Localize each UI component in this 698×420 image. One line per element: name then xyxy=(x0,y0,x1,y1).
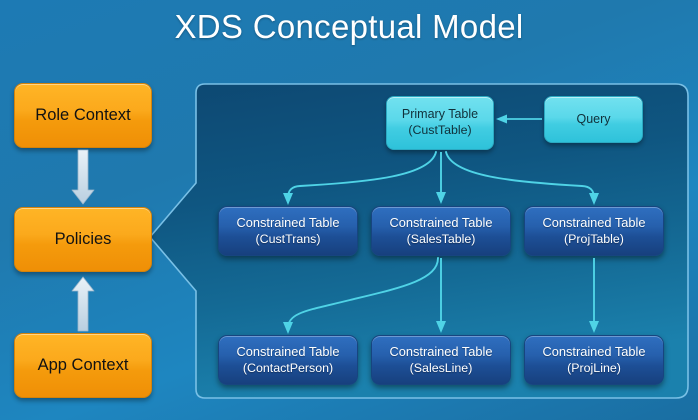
box-app-context-label: App Context xyxy=(37,356,129,375)
box-app-context[interactable]: App Context xyxy=(14,333,152,398)
arrow-primary-table-to-projtable xyxy=(445,151,599,205)
box-role-context-label: Role Context xyxy=(35,106,131,125)
arrow-salestable-to-contactperson xyxy=(283,257,439,334)
box-query[interactable]: Query xyxy=(544,96,643,143)
arrow-role-context-to-policies xyxy=(71,149,95,205)
box-custtrans[interactable]: Constrained Table (CustTrans) xyxy=(218,206,358,256)
box-salesline-line2: (SalesLine) xyxy=(409,361,473,376)
arrow-primary-table-to-custtrans xyxy=(283,151,437,205)
box-projtable[interactable]: Constrained Table (ProjTable) xyxy=(524,206,664,256)
box-contactperson-line1: Constrained Table xyxy=(236,343,340,359)
page-title: XDS Conceptual Model xyxy=(174,8,524,45)
arrow-app-context-to-policies xyxy=(71,276,95,332)
box-projline[interactable]: Constrained Table (ProjLine) xyxy=(524,335,664,385)
arrow-projtable-to-projline xyxy=(589,258,599,333)
box-primary-table[interactable]: Primary Table (CustTable) xyxy=(386,96,494,150)
box-policies[interactable]: Policies xyxy=(14,207,152,272)
box-custtrans-line2: (CustTrans) xyxy=(255,232,321,247)
box-custtrans-line1: Constrained Table xyxy=(236,214,340,230)
box-contactperson-line2: (ContactPerson) xyxy=(242,361,334,376)
box-contactperson[interactable]: Constrained Table (ContactPerson) xyxy=(218,335,358,385)
box-query-line1: Query xyxy=(576,111,611,126)
box-projtable-line2: (ProjTable) xyxy=(564,232,624,247)
box-salestable[interactable]: Constrained Table (SalesTable) xyxy=(371,206,511,256)
arrow-query-to-primary-table xyxy=(496,114,542,124)
box-projline-line1: Constrained Table xyxy=(542,343,646,359)
box-projline-line2: (ProjLine) xyxy=(567,361,621,376)
box-primary-table-line2: (CustTable) xyxy=(408,123,472,138)
box-salesline[interactable]: Constrained Table (SalesLine) xyxy=(371,335,511,385)
arrow-salestable-to-salesline xyxy=(436,258,446,333)
box-salestable-line1: Constrained Table xyxy=(389,214,493,230)
box-role-context[interactable]: Role Context xyxy=(14,83,152,148)
box-salestable-line2: (SalesTable) xyxy=(406,232,476,247)
box-policies-label: Policies xyxy=(54,230,112,249)
box-primary-table-line1: Primary Table xyxy=(401,107,479,122)
box-projtable-line1: Constrained Table xyxy=(542,214,646,230)
arrow-primary-table-to-salestable xyxy=(436,152,446,204)
box-salesline-line1: Constrained Table xyxy=(389,343,493,359)
